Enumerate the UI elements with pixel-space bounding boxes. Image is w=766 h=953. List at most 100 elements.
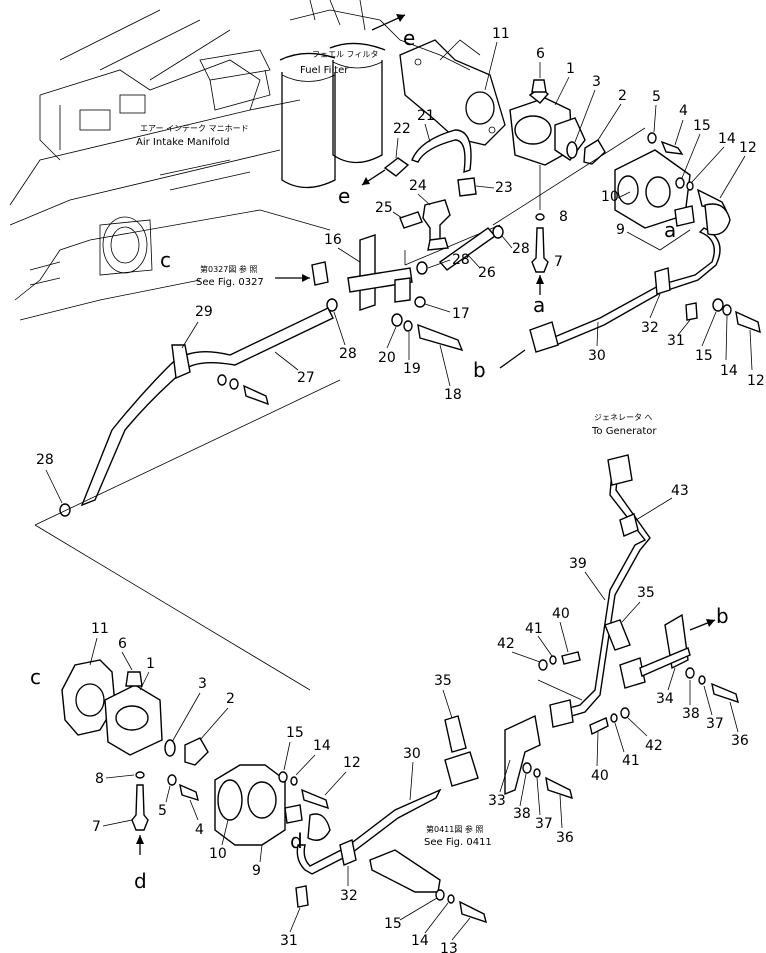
callout-25: 25 xyxy=(375,200,393,216)
callout-41-lower: 41 xyxy=(622,753,640,769)
callout-5-top: 5 xyxy=(652,89,661,105)
bolt-40-upper xyxy=(561,651,581,665)
callout-28-a: 28 xyxy=(512,241,530,257)
letter-a-right: a xyxy=(664,218,676,242)
clamp-29 xyxy=(171,344,191,380)
callout-30-bottom: 30 xyxy=(403,746,421,762)
nut-31-bottom xyxy=(295,885,309,908)
caption-see-0411: See Fig. 0411 xyxy=(424,837,492,848)
callout-1-bottom: 1 xyxy=(146,656,155,672)
washer-14-lower xyxy=(290,776,298,786)
captions: フェエル フィルタ Fuel Filter エアー インテーク マニホード Ai… xyxy=(136,50,657,848)
callout-1-top: 1 xyxy=(566,61,575,77)
callout-22: 22 xyxy=(393,121,411,137)
bracket-16 xyxy=(359,234,376,311)
callout-8-top: 8 xyxy=(559,209,568,225)
nut-28-c xyxy=(326,298,338,312)
plug-6-bottom xyxy=(125,671,143,687)
cap-bottom xyxy=(307,813,331,841)
pipe-27 xyxy=(80,307,334,507)
plug-6-top xyxy=(531,79,547,93)
letter-d-mid: d xyxy=(290,829,303,853)
bolt-4-bottom xyxy=(179,783,199,802)
callout-12-top: 12 xyxy=(739,140,757,156)
callout-7-top: 7 xyxy=(554,254,563,270)
nut-28-b xyxy=(416,261,428,275)
callout-34: 34 xyxy=(656,691,674,707)
caption-air-intake: Air Intake Manifold xyxy=(136,137,230,148)
bolt-12-mid xyxy=(735,310,761,334)
caption-air-intake-jp: エアー インテーク マニホード xyxy=(140,124,249,133)
washer-37-right xyxy=(698,675,706,685)
callout-24: 24 xyxy=(409,178,427,194)
cap-top xyxy=(704,203,731,236)
letter-b-top: b xyxy=(473,358,486,382)
washer-14-mid xyxy=(722,304,732,316)
adapter-9-top xyxy=(614,149,691,229)
engine-block xyxy=(9,0,481,321)
sensor-7-top xyxy=(531,227,549,273)
washer-38-left xyxy=(522,762,532,774)
callout-43: 43 xyxy=(671,483,689,499)
fitting-22 xyxy=(383,157,410,177)
bolt-36-left xyxy=(545,776,573,800)
fuel-filter xyxy=(279,14,406,189)
callout-20: 20 xyxy=(378,350,396,366)
letter-b-bottom: b xyxy=(716,604,729,628)
letter-d-bottom: d xyxy=(134,869,147,893)
callout-4-bottom: 4 xyxy=(195,822,204,838)
clamp-32-top xyxy=(654,267,671,295)
washer-42-lower xyxy=(620,707,630,719)
callout-9-top: 9 xyxy=(616,222,625,238)
callout-9-bottom: 9 xyxy=(252,863,261,879)
bolt-27 xyxy=(243,384,269,406)
connector-generator xyxy=(607,454,633,486)
callout-14-lower: 14 xyxy=(313,738,331,754)
callout-28-d: 28 xyxy=(36,452,54,468)
letter-a-bottom: a xyxy=(533,293,545,317)
part-callouts: 11 6 1 3 2 5 4 15 14 12 10 9 8 7 21 22 2… xyxy=(36,26,765,953)
washer-37-left xyxy=(533,768,541,778)
clamp-43 xyxy=(619,513,639,537)
callout-14-top: 14 xyxy=(718,131,736,147)
callout-11-top: 11 xyxy=(492,26,510,42)
callout-17: 17 xyxy=(452,306,470,322)
washer-27a xyxy=(217,374,227,386)
bolt-4-top xyxy=(660,140,684,155)
gasket-3-bottom xyxy=(164,739,176,757)
callout-2-bottom: 2 xyxy=(226,691,235,707)
callout-12-lower: 12 xyxy=(343,755,361,771)
callout-36-left: 36 xyxy=(556,830,574,846)
callout-35-right: 35 xyxy=(637,585,655,601)
gasket-11-top xyxy=(399,39,506,146)
callout-13-bottom: 13 xyxy=(440,941,458,953)
callout-41-upper: 41 xyxy=(525,621,543,637)
hose-21 xyxy=(411,129,472,174)
callout-14-bottom: 14 xyxy=(411,933,429,949)
bracket-0327 xyxy=(311,261,329,286)
callout-19: 19 xyxy=(403,361,421,377)
washer-41-lower xyxy=(610,713,618,723)
nut-17 xyxy=(414,296,426,308)
caption-see-0411-jp: 第0411図 参 照 xyxy=(426,824,483,834)
washer-8-top xyxy=(535,213,545,221)
callout-6-bottom: 6 xyxy=(118,636,127,652)
caption-fuel-filter: Fuel Filter xyxy=(300,65,349,76)
nut-28-a xyxy=(492,225,504,239)
washer-15-bottom xyxy=(435,889,445,901)
reference-letters: e e c a a b b c d d xyxy=(30,26,729,893)
letter-e-mid: e xyxy=(338,184,350,208)
fitting-25 xyxy=(399,211,423,229)
callout-11-bottom: 11 xyxy=(91,621,109,637)
callout-39: 39 xyxy=(569,556,587,572)
harness-30-top xyxy=(550,227,721,346)
callout-37-left: 37 xyxy=(535,816,553,832)
connector-b-top xyxy=(529,321,559,353)
caption-to-generator: To Generator xyxy=(591,426,657,437)
tee-24 xyxy=(422,199,451,243)
letter-e-top: e xyxy=(403,26,415,50)
callout-16: 16 xyxy=(324,232,342,248)
callout-38-left: 38 xyxy=(513,806,531,822)
callout-26: 26 xyxy=(478,265,496,281)
